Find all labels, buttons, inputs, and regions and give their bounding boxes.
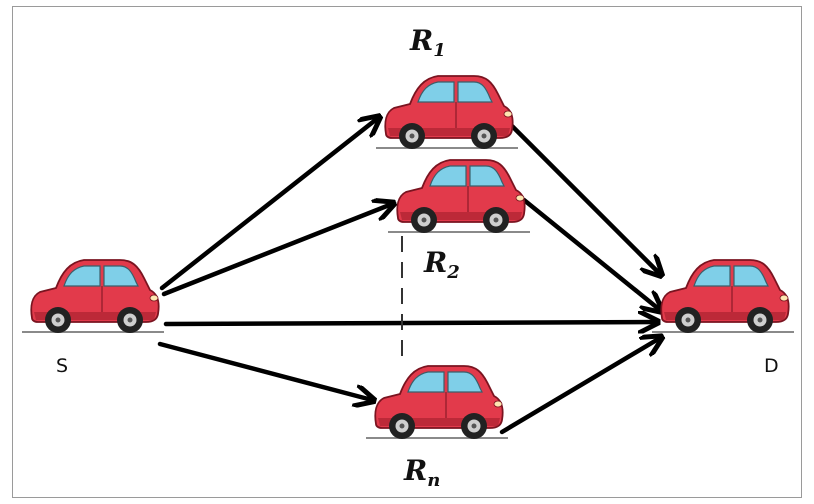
link-s-r2 — [161, 204, 392, 297]
link-s-rn — [157, 341, 372, 400]
link-s-d — [163, 322, 656, 324]
link-s-r1 — [159, 118, 378, 291]
link-rn-d — [499, 338, 660, 435]
car-icon-destination — [651, 259, 795, 334]
destination-label: D — [764, 355, 779, 377]
link-r1-d — [507, 121, 660, 274]
link-r2-d — [521, 197, 660, 310]
relay1-label: R1 — [409, 24, 446, 61]
relay2-label: R2 — [423, 246, 460, 283]
links — [157, 118, 660, 435]
source-label: S — [56, 355, 68, 377]
relayn-label: Rn — [403, 454, 440, 491]
car-icon-relay2 — [387, 159, 531, 234]
car-icon-relayn — [365, 365, 509, 440]
car-icon-relay1 — [375, 75, 519, 150]
car-icon-source — [21, 259, 165, 334]
